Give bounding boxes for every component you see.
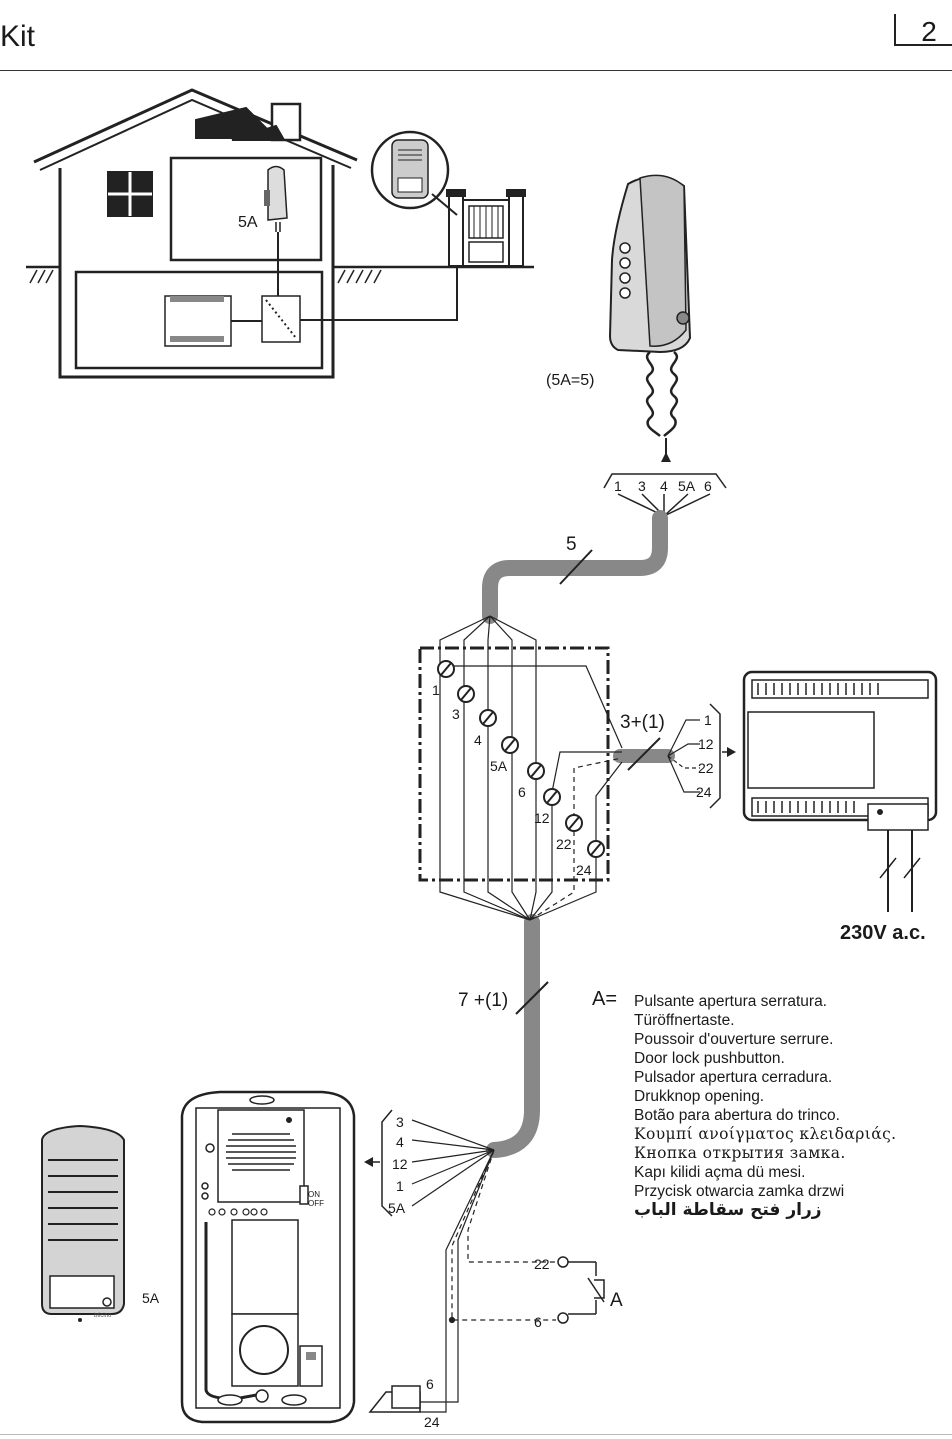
junction-terminal-24: 24 xyxy=(576,862,592,878)
legend-key: A= xyxy=(592,988,618,1010)
handset-terminal-4: 4 xyxy=(660,478,668,494)
panel-terminal-5a: 5A xyxy=(388,1200,406,1216)
legend-item-tr: Kapı kilidi açma dü mesi. xyxy=(634,1164,806,1181)
panel-off-label: OFF xyxy=(308,1199,324,1208)
page-number-box xyxy=(894,14,952,46)
junction-terminal-3: 3 xyxy=(452,706,460,722)
switch-terminal-6: 6 xyxy=(534,1314,542,1330)
house-handset-label: 5A xyxy=(238,214,258,231)
legend-item-fr: Poussoir d'ouverture serrure. xyxy=(634,1031,834,1048)
door-panel-magnifier-icon xyxy=(370,130,458,216)
house-psu-icon xyxy=(164,295,232,347)
psu-terminal-1: 1 xyxy=(704,712,712,728)
handset-note: (5A=5) xyxy=(546,372,595,389)
electric-lock-symbol xyxy=(368,1385,421,1413)
gate-illustration xyxy=(446,189,526,267)
handset-terminal-1: 1 xyxy=(614,478,622,494)
legend-item-it: Pulsante apertura serratura. xyxy=(634,993,827,1010)
junction-terminal-12: 12 xyxy=(534,810,550,826)
junction-terminal-6: 6 xyxy=(518,784,526,800)
panel-terminal-3: 3 xyxy=(396,1114,404,1130)
power-supply-unit xyxy=(742,670,938,912)
panel-connector xyxy=(364,1109,556,1413)
junction-box xyxy=(418,615,623,921)
legend-item-nl: Drukknop opening. xyxy=(634,1088,765,1105)
footer-divider xyxy=(0,1434,952,1435)
legend-item-es: Pulsador apertura cerradura. xyxy=(634,1069,833,1086)
cable-to-psu-label: 3+(1) xyxy=(620,712,665,733)
handset-terminal-5a: 5A xyxy=(678,478,696,494)
legend-item-el: Κουμπί ανοίγματος κλειδαριάς. xyxy=(634,1125,897,1143)
door-panel-inside xyxy=(180,1090,356,1424)
pushbutton-label: A xyxy=(610,1290,623,1311)
psu-terminal-22: 22 xyxy=(698,760,714,776)
terminal-screws xyxy=(437,660,605,858)
cable-to-panel-label: 7 +(1) xyxy=(458,990,509,1011)
panel-label: 5A xyxy=(142,1290,160,1306)
mains-voltage-label: 230V a.c. xyxy=(840,922,926,944)
legend-item-ar: زرار فتح سقاطة الباب xyxy=(634,1200,822,1220)
cable-to-handset-label: 5 xyxy=(566,534,577,555)
handset-illustration xyxy=(608,174,692,462)
house-junction-icon xyxy=(261,295,301,343)
house-illustration xyxy=(26,88,534,379)
lock-terminal-24: 24 xyxy=(424,1414,440,1430)
legend-item-en: Door lock pushbutton. xyxy=(634,1050,785,1067)
legend-list: Pulsante apertura serratura. Türöffnerta… xyxy=(634,992,897,1220)
handset-terminal-6: 6 xyxy=(704,478,712,494)
panel-terminal-1: 1 xyxy=(396,1178,404,1194)
legend-item-ru: Кнопка открытия замка. xyxy=(634,1144,846,1162)
door-lock-pushbutton-symbol xyxy=(557,1256,605,1324)
panel-on-label: ON xyxy=(308,1190,320,1199)
junction-terminal-1: 1 xyxy=(432,682,440,698)
psu-terminal-12: 12 xyxy=(698,736,714,752)
handset-terminal-3: 3 xyxy=(638,478,646,494)
panel-terminal-12: 12 xyxy=(392,1156,408,1172)
legend-item-pl: Przycisk otwarcia zamka drzwi xyxy=(634,1183,845,1200)
page-title: Kit xyxy=(0,20,36,53)
header-divider xyxy=(0,70,952,71)
junction-terminal-5a: 5A xyxy=(490,758,508,774)
panel-terminal-4: 4 xyxy=(396,1134,404,1150)
lock-terminal-6: 6 xyxy=(426,1376,434,1392)
legend-item-de: Türöffnertaste. xyxy=(634,1012,735,1029)
window-icon xyxy=(107,171,153,217)
psu-connector xyxy=(667,703,736,809)
legend-item-pt: Botão para abertura do trinco. xyxy=(634,1107,840,1124)
brand-logo: bticino xyxy=(94,1313,112,1319)
page-number: 2 xyxy=(921,16,937,47)
switch-terminal-22: 22 xyxy=(534,1256,550,1272)
junction-terminal-4: 4 xyxy=(474,732,482,748)
junction-terminal-22: 22 xyxy=(556,836,572,852)
psu-terminal-24: 24 xyxy=(696,784,712,800)
house-handset-icon xyxy=(264,165,288,296)
door-panel-front xyxy=(41,1124,125,1322)
